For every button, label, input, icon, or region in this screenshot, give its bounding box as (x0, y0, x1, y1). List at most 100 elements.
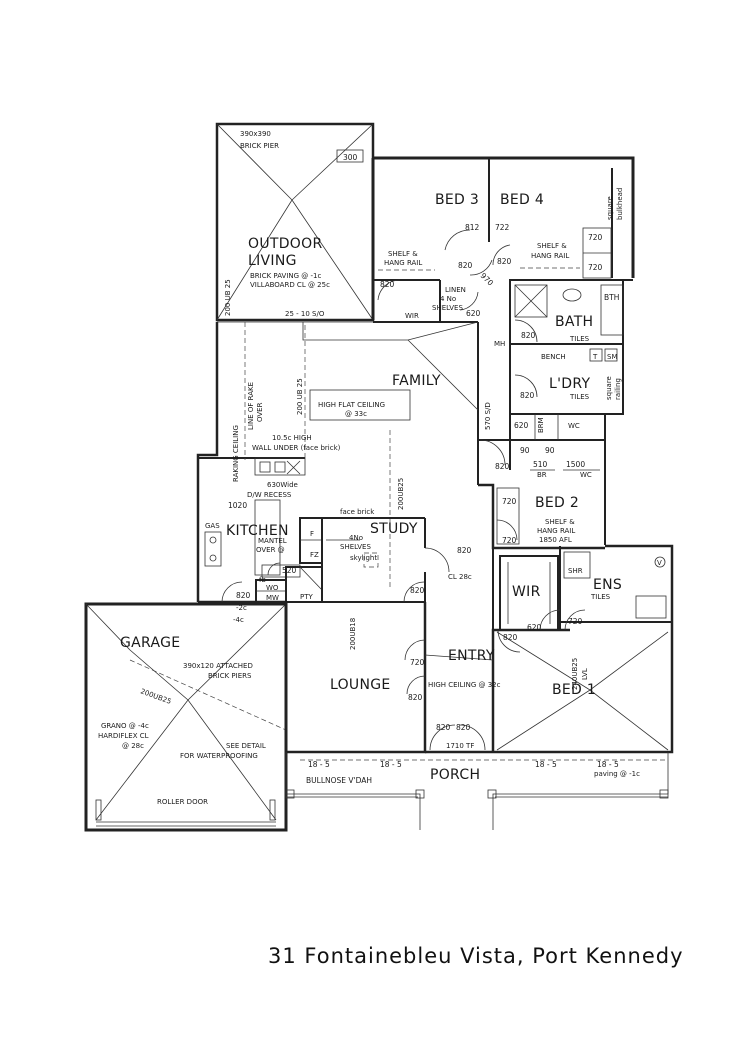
room-label-garage: GARAGE (120, 635, 180, 651)
room-label-bed4: BED 4 (500, 192, 544, 208)
note-minus-4c: -4c (233, 616, 244, 624)
note-study-shelves-a: 4No (349, 534, 363, 542)
room-label-bed2: BED 2 (535, 495, 579, 511)
note-pantry: PTY (300, 593, 313, 601)
dim-722: 722 (495, 223, 510, 232)
note-linen-c: SHELVES (432, 304, 463, 312)
room-label-family: FAMILY (392, 373, 441, 389)
note-shelf-bed2-c: 1850 AFL (539, 536, 572, 544)
room-label-bed1: BED 1 (552, 682, 596, 698)
dim-720-bed2-b: 720 (502, 536, 517, 545)
dim-510: 510 (533, 460, 548, 469)
garage-walls (84, 600, 288, 832)
dim-820-entry-a: 820 (436, 723, 451, 732)
note-cl-28c: CL 28c (448, 573, 472, 581)
note-tiles-ensuite: TILES (590, 593, 611, 601)
room-label-kitchen: KITCHEN (226, 523, 289, 539)
note-mw: MW (266, 594, 279, 602)
note-sd-family: 570 S/D (484, 402, 492, 430)
note-wir-small: WIR (405, 312, 419, 320)
note-line-of-rake-b: OVER (256, 402, 264, 422)
door-swings (221, 229, 586, 751)
dim-porch-18-5-a: 18 - 5 (308, 760, 330, 769)
note-t: T (592, 353, 598, 361)
note-fb: fb (259, 576, 266, 584)
dim-820-entry-b: 820 (456, 723, 471, 732)
dim-1500: 1500 (566, 460, 585, 469)
note-roller-door: ROLLER DOOR (157, 798, 208, 806)
note-skylight: skylight (350, 554, 377, 562)
note-high-flat-ceiling-height: @ 33c (345, 410, 367, 418)
dim-90-a: 90 (520, 446, 530, 455)
front-rooms-walls (284, 544, 674, 754)
note-wc-small: WC (568, 422, 580, 430)
room-label-bed3: BED 3 (435, 192, 479, 208)
note-gas: GAS (205, 522, 220, 530)
note-square-bulkhead-a: square (606, 196, 614, 220)
note-mantel-b: OVER @ (256, 546, 285, 554)
dim-720-ensuite: 720 (568, 617, 583, 626)
note-brick-paving: BRICK PAVING @ -1c (250, 272, 321, 280)
note-hardiflex: HARDIFLEX CL (98, 732, 149, 740)
study-walls (321, 518, 426, 602)
dim-1020: 1020 (228, 501, 247, 510)
dim-520: 520 (282, 566, 297, 575)
note-brick-pier-size: 390x390 (240, 130, 271, 138)
dim-300: 300 (343, 153, 358, 162)
note-dw-a: 630Wide (267, 481, 298, 489)
bed2-walls (478, 483, 605, 550)
note-minus-2c: -2c (236, 604, 247, 612)
note-bth: BTH (604, 293, 619, 302)
dim-porch-18-5-d: 18 - 5 (597, 760, 619, 769)
dim-820-family: 820 (457, 546, 472, 555)
note-square-railing-a: square (605, 376, 613, 400)
dim-1710-tf: 1710 TF (446, 742, 474, 750)
note-shelf-bed2-a: SHELF & (545, 518, 575, 526)
dim-820-lounge: 820 (408, 693, 423, 702)
dim-720-lounge: 720 (410, 658, 425, 667)
dim-620-wir: 620 (527, 623, 542, 632)
note-raking-ceiling: RAKING CEILING (232, 425, 240, 482)
note-wc: WC (580, 471, 592, 479)
dim-720-bed4-b: 720 (588, 263, 603, 272)
dim-820-wir: 820 (503, 633, 518, 642)
note-bullnose-verandah: BULLNOSE V'DAH (306, 776, 372, 785)
note-ub-outdoor: 200 UB 25 (224, 279, 232, 316)
note-tiles-laundry: TILES (569, 393, 590, 401)
dim-820-linen: 820 (380, 280, 395, 289)
annotations: 390x390 BRICK PIER 300 BRICK PAVING @ -1… (98, 130, 662, 806)
note-shelf-bed4-b: HANG RAIL (531, 252, 569, 260)
dim-820-bed2: 820 (495, 462, 510, 471)
note-attached-piers-b: BRICK PIERS (208, 672, 252, 680)
note-square-bulkhead-b: bulkhead (616, 188, 624, 220)
note-paving-porch: paving @ -1c (594, 770, 640, 778)
note-high-wall-b: WALL UNDER (face brick) (252, 444, 341, 452)
note-face-brick: face brick (340, 508, 375, 516)
dim-720-bed2-a: 720 (502, 497, 517, 506)
note-bench: BENCH (541, 353, 566, 361)
note-linen-a: LINEN (445, 286, 466, 294)
note-tiles-bath: TILES (569, 335, 590, 343)
note-ub-bed1: 240UB25 (571, 658, 579, 690)
room-label-porch: PORCH (430, 767, 480, 783)
note-ub-family-2: 200UB25 (397, 478, 405, 510)
note-study-shelves-b: SHELVES (340, 543, 371, 551)
note-high-wall-a: 10.5c HIGH (272, 434, 312, 442)
dim-620-laundry: 620 (514, 421, 529, 430)
note-brm: BRM (537, 417, 545, 433)
note-high-flat-ceiling: HIGH FLAT CEILING (318, 401, 385, 409)
note-sm: SM (607, 353, 617, 361)
room-label-entry: ENTRY (448, 648, 495, 664)
dim-porch-18-5-c: 18 - 5 (535, 760, 557, 769)
dim-820-study: 820 (410, 586, 425, 595)
note-grano-height: @ 28c (122, 742, 144, 750)
dim-820-kitchen: 820 (236, 591, 251, 600)
property-address: 31 Fontainebleu Vista, Port Kennedy (268, 944, 684, 968)
note-shelf-bed3-b: HANG RAIL (384, 259, 422, 267)
room-label-living: LIVING (248, 253, 297, 269)
note-line-of-rake-a: LINE OF RAKE (247, 382, 255, 430)
dim-90-b: 90 (545, 446, 555, 455)
room-label-bath: BATH (555, 314, 593, 330)
note-dw-b: D/W RECESS (247, 491, 292, 499)
bath-laundry-walls (477, 279, 624, 545)
